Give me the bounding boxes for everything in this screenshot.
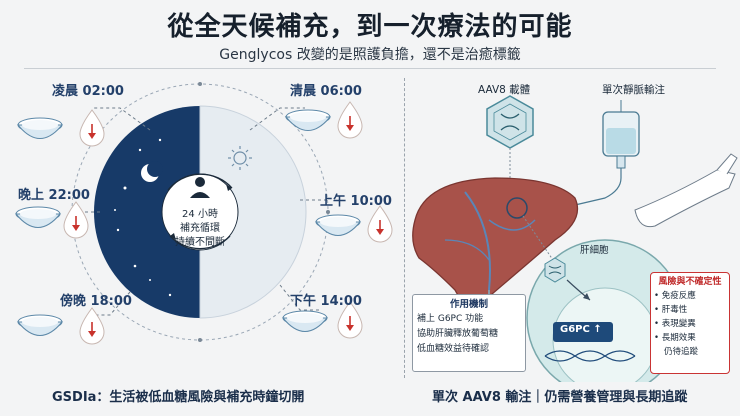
risk-title: 風險與不確定性 bbox=[658, 277, 722, 287]
person-icon bbox=[190, 177, 210, 198]
iv-bag-icon bbox=[544, 100, 640, 213]
risk-item: • 長期效果 bbox=[654, 333, 696, 343]
hepatocyte-label: 肝細胞 bbox=[580, 245, 609, 256]
bowl-icon-2200 bbox=[14, 206, 62, 228]
risk-item: • 免疫反應 bbox=[654, 291, 696, 301]
bowl-icon-1800 bbox=[16, 314, 64, 336]
time-2200: 晚上 22:00 bbox=[18, 188, 90, 203]
risk-box: 風險與不確定性 • 免疫反應 • 肝毒性 • 表現變異 • 長期效果 仍待追蹤 bbox=[650, 272, 730, 374]
mechanism-box: 作用機制 補上 G6PC 功能 協助肝臟釋放葡萄糖 低血糖效益待確認 bbox=[412, 294, 526, 372]
drop-icon-1000 bbox=[367, 205, 393, 243]
aav8-label: AAV8 載體 bbox=[478, 84, 531, 96]
time-0600: 清晨 06:00 bbox=[290, 84, 362, 99]
clock-diagram bbox=[14, 82, 393, 345]
page-subtitle: Genglycos 改變的是照護負擔，還不是治癒標籤 bbox=[219, 47, 521, 63]
mechanism-line-1: 補上 G6PC 功能 bbox=[417, 314, 484, 324]
center-line-1: 24 小時 bbox=[182, 209, 218, 220]
mechanism-title: 作用機制 bbox=[449, 299, 488, 310]
risk-item: • 肝毒性 bbox=[654, 305, 688, 315]
page-title: 從全天候補充，到一次療法的可能 bbox=[167, 12, 573, 42]
arm-icon bbox=[634, 153, 738, 228]
bowl-icon-1400 bbox=[281, 310, 329, 332]
risk-item: • 表現變異 bbox=[654, 319, 696, 329]
drop-icon-0200 bbox=[79, 109, 105, 147]
drop-icon-1800 bbox=[79, 307, 105, 345]
g6pc-box bbox=[553, 322, 613, 342]
g6pc-gene-label: G6PC ↑ bbox=[560, 324, 610, 335]
left-footer: GSDIa：生活被低血糖風險與補充時鐘切開 bbox=[52, 390, 305, 405]
time-1400: 下午 14:00 bbox=[290, 294, 362, 309]
center-line-2: 補充循環 bbox=[180, 223, 220, 234]
day-half bbox=[199, 105, 307, 319]
gene-name: G6PC bbox=[560, 324, 590, 335]
mechanism-line-2: 協助肝臟釋放葡萄糖 bbox=[417, 329, 499, 339]
center-line-3: 持續不間斷 bbox=[175, 237, 225, 248]
drop-icon-0600 bbox=[337, 101, 363, 139]
gene-up-arrow: ↑ bbox=[593, 324, 602, 335]
panel-divider bbox=[404, 78, 405, 378]
dna-icon bbox=[544, 350, 636, 362]
time-1800: 傍晚 18:00 bbox=[60, 294, 132, 309]
bowl-icon-0600 bbox=[284, 109, 332, 131]
header-divider bbox=[24, 68, 716, 69]
right-footer: 單次 AAV8 輸注｜仍需營養管理與長期追蹤 bbox=[432, 390, 688, 405]
iv-label: 單次靜脈輸注 bbox=[602, 84, 665, 96]
night-half bbox=[94, 106, 200, 318]
aav8-vector-icon bbox=[486, 95, 534, 149]
gene-therapy-diagram bbox=[412, 95, 738, 382]
time-0200: 凌晨 02:00 bbox=[52, 84, 124, 99]
sun-icon bbox=[228, 146, 252, 170]
liver-icon bbox=[412, 177, 579, 314]
mechanism-line-3: 低血糖效益待確認 bbox=[417, 344, 490, 354]
risk-item: 仍待追蹤 bbox=[664, 347, 699, 357]
cycle-center-text: 24 小時 補充循環 持續不間斷 bbox=[160, 208, 240, 250]
time-1000: 上午 10:00 bbox=[320, 194, 392, 209]
moon-icon bbox=[141, 161, 163, 182]
bowl-icon-1000 bbox=[314, 214, 362, 236]
bowl-icon-0200 bbox=[16, 117, 64, 139]
drop-icon-2200 bbox=[63, 201, 89, 239]
drop-icon-1400 bbox=[337, 301, 363, 339]
